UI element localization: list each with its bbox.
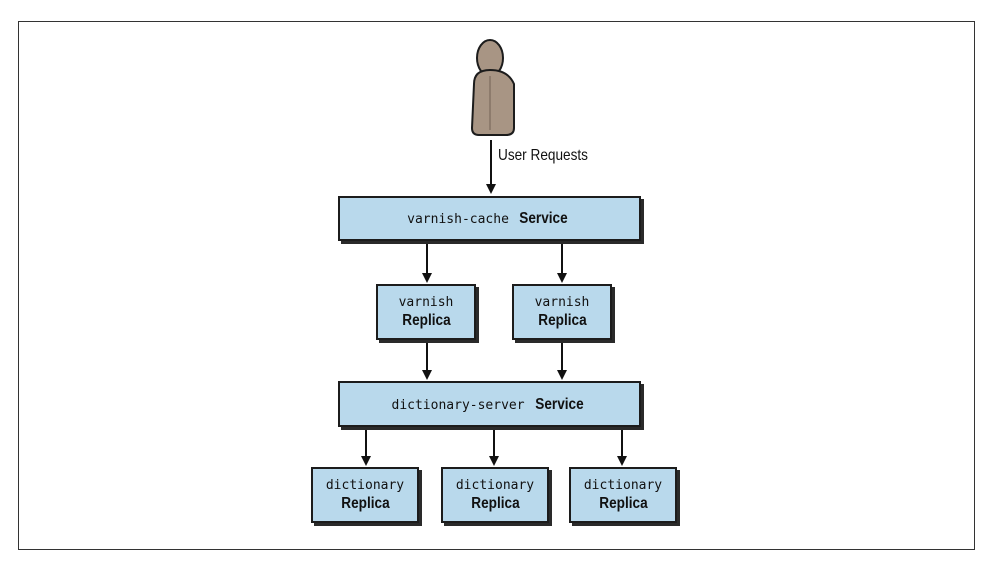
service-kind: Service (519, 210, 568, 227)
replica-name: dictionary (325, 477, 405, 493)
dictionary-server-service[interactable]: dictionary-server Service (338, 381, 641, 427)
user-requests-label: User Requests (498, 147, 588, 164)
varnish-cache-service[interactable]: varnish-cache Service (338, 196, 641, 241)
replica-name: dictionary (583, 477, 663, 493)
user-person-icon (470, 39, 515, 136)
replica-kind: Replica (340, 494, 390, 512)
replica-name: varnish (534, 294, 590, 310)
replica-kind: Replica (598, 494, 648, 512)
dictionary-replica[interactable]: dictionary Replica (441, 467, 549, 523)
varnish-replica[interactable]: varnish Replica (512, 284, 612, 340)
replica-kind: Replica (401, 311, 451, 329)
replica-kind: Replica (470, 494, 520, 512)
service-name: dictionary-server (391, 397, 525, 413)
replica-name: dictionary (455, 477, 535, 493)
replica-name: varnish (398, 294, 454, 310)
dictionary-replica[interactable]: dictionary Replica (311, 467, 419, 523)
service-kind: Service (534, 395, 584, 413)
service-name: varnish-cache (407, 212, 509, 227)
varnish-replica[interactable]: varnish Replica (376, 284, 476, 340)
replica-kind: Replica (537, 311, 587, 329)
dictionary-replica[interactable]: dictionary Replica (569, 467, 677, 523)
